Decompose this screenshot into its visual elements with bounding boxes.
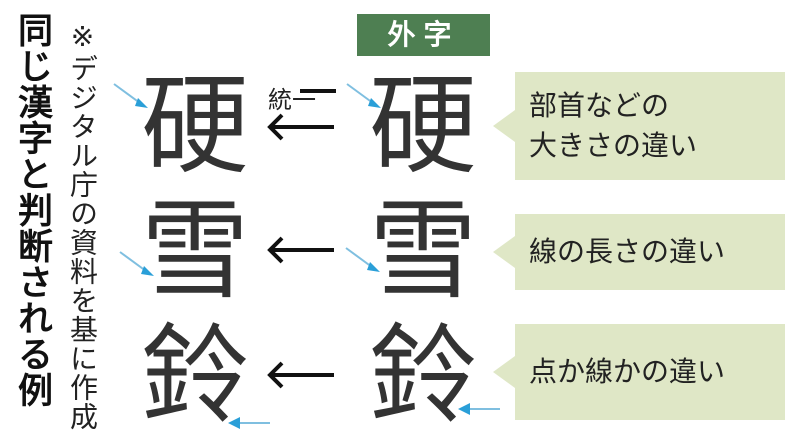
gaiji-glyph-2: 雪 xyxy=(368,189,477,314)
pointer-arrow-icon xyxy=(119,251,154,276)
callout-line: 部首などの xyxy=(529,89,670,122)
difference-callout-2: 線の長さの違い xyxy=(493,214,785,290)
gaiji-glyph-1: 硬 xyxy=(368,64,477,189)
left-arrow-icon xyxy=(267,361,334,389)
standard-glyph-2: 雪 xyxy=(140,189,249,314)
callout-line: 線の長さの違い xyxy=(529,235,726,268)
unify-line xyxy=(300,89,336,93)
standard-glyph-1: 硬 xyxy=(140,64,249,189)
left-arrow-icon xyxy=(267,236,334,264)
gaiji-glyph-3: 鈴 xyxy=(368,314,477,439)
pointer-arrow-icon xyxy=(458,403,500,415)
diagram-title: 同じ漢字と判断される例 xyxy=(12,12,52,408)
pointer-arrow-icon xyxy=(113,83,148,108)
gaiji-label: 外字 xyxy=(357,14,490,56)
source-note: ※デジタル庁の資料を基に作成 xyxy=(66,20,99,431)
pointer-arrow-icon xyxy=(228,417,270,429)
standard-glyph-3: 鈴 xyxy=(140,314,249,439)
left-arrow-icon xyxy=(267,113,334,141)
difference-callout-3: 点か線かの違い xyxy=(493,324,785,420)
callout-line: 大きさの違い xyxy=(529,129,698,162)
pointer-arrow-icon xyxy=(346,83,381,108)
callout-line: 点か線かの違い xyxy=(529,355,726,388)
pointer-arrow-icon xyxy=(345,247,380,272)
difference-callout-1: 部首などの 大きさの違い xyxy=(493,72,785,180)
